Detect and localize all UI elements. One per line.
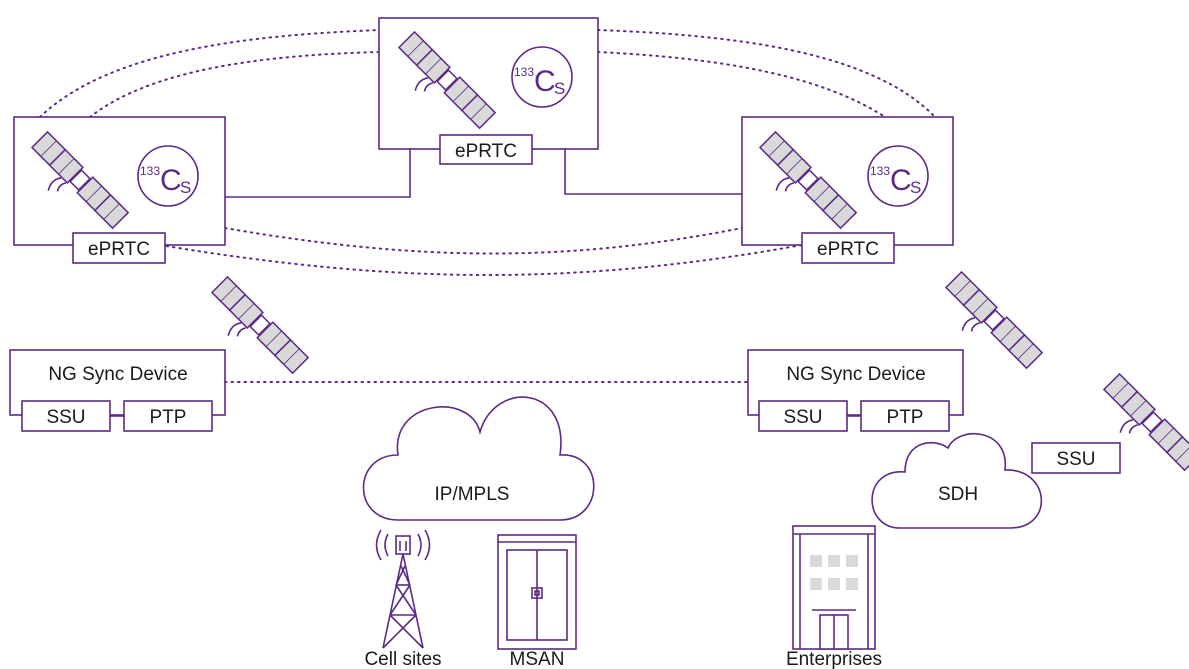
cloud-icon (362, 396, 595, 521)
eprtc-node-left: 133 C S ePRTC (13, 116, 226, 264)
dotted-link-right-top-inner (597, 51, 886, 118)
ptp-label: PTP (887, 407, 924, 428)
svg-text:133: 133 (870, 164, 890, 178)
cesium-clock-icon: 133 C S (511, 46, 573, 108)
svg-text:S: S (554, 79, 565, 98)
eprtc-node-right: 133 C S ePRTC (741, 116, 954, 264)
cell-tower-icon (375, 529, 431, 649)
cloud-label-ipmpls: IP/MPLS (435, 484, 510, 505)
svg-text:133: 133 (140, 164, 160, 178)
svg-text:133: 133 (514, 65, 534, 79)
solid-link-right (564, 149, 742, 195)
ssu-label: SSU (1056, 449, 1095, 470)
svg-text:C: C (160, 164, 182, 197)
ptp-box (860, 400, 950, 432)
ssu-standalone: SSU (1031, 442, 1121, 474)
ng-sync-device-left: NG Sync Device SSU PTP (9, 349, 226, 432)
ssu-box (21, 400, 111, 432)
building-icon (792, 525, 876, 650)
dotted-link-bottom-inner (224, 227, 743, 255)
svg-text:C: C (534, 65, 556, 98)
ssu-label: SSU (46, 407, 85, 428)
ng-sync-device-right: NG Sync Device SSU PTP (747, 349, 964, 432)
caption-cell-sites: Cell sites (364, 649, 441, 669)
svg-text:S: S (180, 178, 191, 197)
caption-msan: MSAN (510, 649, 565, 669)
dotted-link-bottom-outer (159, 244, 803, 276)
eprtc-label: ePRTC (88, 239, 150, 260)
cesium-clock-icon: 133 C S (137, 145, 199, 207)
cloud-label-sdh: SDH (938, 484, 978, 505)
svg-text:S: S (910, 178, 921, 197)
ptp-label: PTP (150, 407, 187, 428)
dotted-link-left-top-outer (39, 29, 381, 118)
eprtc-node-top: 133 C S ePRTC (378, 17, 599, 165)
dotted-link-right-top-outer (597, 29, 936, 118)
eprtc-label-box (72, 232, 166, 264)
caption-enterprises: Enterprises (786, 649, 882, 669)
msan-cabinet-icon (497, 534, 577, 650)
svg-text:C: C (890, 164, 912, 197)
dotted-link-left-top-inner (89, 51, 381, 118)
eprtc-label: ePRTC (455, 141, 517, 162)
cloud-icon (871, 433, 1043, 529)
ng-sync-label: NG Sync Device (786, 364, 925, 385)
ptp-box (123, 400, 213, 432)
eprtc-label: ePRTC (817, 239, 879, 260)
eprtc-label-box (801, 232, 895, 264)
solid-link-left (225, 149, 411, 198)
ssu-label: SSU (783, 407, 822, 428)
ng-sync-label: NG Sync Device (48, 364, 187, 385)
eprtc-label-box (439, 134, 533, 165)
cesium-clock-icon: 133 C S (867, 145, 929, 207)
